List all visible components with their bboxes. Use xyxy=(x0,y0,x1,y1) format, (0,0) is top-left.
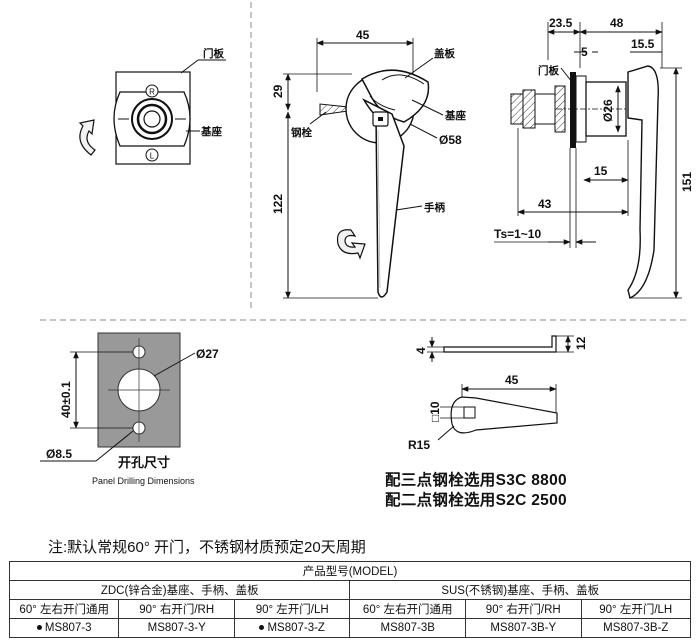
dim-15: 15 xyxy=(594,164,608,178)
panel-cutout-view xyxy=(40,332,196,462)
group-zdc: ZDC(锌合金)基座、手柄、盖板 xyxy=(8,580,351,600)
handle-body xyxy=(362,98,405,298)
dim-45-front: 45 xyxy=(356,28,370,42)
drawing-stroke xyxy=(377,129,381,289)
option-two-point: 配二点钢栓选用S2C 2500 xyxy=(385,492,567,509)
leader-diam58 xyxy=(409,123,438,139)
side-view xyxy=(494,22,682,299)
bar-side-profile xyxy=(443,335,557,353)
locking-bar-view xyxy=(427,335,574,441)
header-cell: 90° 右开门/RH xyxy=(464,599,582,619)
leader-steel-bolt xyxy=(309,111,327,125)
dim-sq10: □10 xyxy=(428,401,442,422)
dim-29-front: 29 xyxy=(271,84,285,98)
dim-5: 5 xyxy=(581,45,588,59)
stop-l-letter: L xyxy=(150,152,155,161)
model-cell: MS807-3B-Z xyxy=(580,618,691,638)
model-code: MS807-3B-Z xyxy=(603,622,669,634)
side-door-panel xyxy=(570,72,576,148)
square-hole xyxy=(463,406,476,419)
dim-diam8-5: Ø8.5 xyxy=(46,447,72,461)
model-cell: MS807-3-Z xyxy=(233,618,351,638)
header-cell: 60° 左右开门通用 xyxy=(8,599,120,619)
dim-23-5: 23.5 xyxy=(549,16,573,30)
dim-4: 4 xyxy=(414,347,428,354)
dim-diam27: Ø27 xyxy=(196,347,219,361)
leader-r15 xyxy=(437,425,455,441)
dim-43: 43 xyxy=(538,197,552,211)
side-handle xyxy=(627,65,659,299)
stop-r-letter: R xyxy=(149,88,155,97)
dim-diam58: Ø58 xyxy=(439,133,462,147)
stop-l-marker xyxy=(145,148,159,162)
header-cell: 90° 左开门/LH xyxy=(233,599,351,619)
model-cell: MS807-3-Y xyxy=(118,618,235,638)
bolt-spring xyxy=(510,93,524,125)
label-base-front: 基座 xyxy=(444,109,466,122)
label-base: 基座 xyxy=(200,125,222,138)
dim-40: 40±0.1 xyxy=(59,381,73,418)
model-code: MS807-3-Y xyxy=(147,622,206,634)
model-code: MS807-3-Z xyxy=(267,622,325,634)
leader-door-panel xyxy=(180,59,199,74)
model-code: MS807-3B-Y xyxy=(490,622,557,634)
label-door-panel: 门板 xyxy=(203,47,224,60)
header-cell: 60° 左右开门通用 xyxy=(349,599,466,619)
bolt-shaft-mid xyxy=(136,103,168,135)
label-handle: 手柄 xyxy=(424,201,445,214)
leader-base-front xyxy=(411,99,444,116)
dim-151: 151 xyxy=(680,172,694,192)
dim-15-5: 15.5 xyxy=(631,37,655,51)
model-cell: MS807-3B-Y xyxy=(464,618,582,638)
bullet-icon xyxy=(36,625,42,631)
group-sus: SUS(不锈钢)基座、手柄、盖板 xyxy=(349,580,691,600)
model-cell: MS807-3 xyxy=(8,618,120,638)
header-cell: 90° 右开门/RH xyxy=(118,599,235,619)
model-cell: MS807-3B xyxy=(349,618,466,638)
dim-122-front: 122 xyxy=(271,194,285,214)
table-title: 产品型号(MODEL) xyxy=(9,561,691,581)
drawing-stroke xyxy=(369,95,396,111)
front-view xyxy=(283,38,444,299)
label-door-panel-side: 门板 xyxy=(538,64,559,77)
model-code: MS807-3 xyxy=(44,622,92,634)
option-three-point: 配三点钢栓选用S3C 8800 xyxy=(385,472,567,489)
header-cell: 90° 左开门/LH xyxy=(580,599,691,619)
label-steel-bolt: 钢栓 xyxy=(291,126,312,139)
dim-ts: Ts=1~10 xyxy=(494,227,541,241)
drawing-stroke xyxy=(378,117,383,121)
footnote: 注:默认常规60° 开门，不锈钢材质预定20天周期 xyxy=(48,539,366,556)
model-table: 产品型号(MODEL) ZDC(锌合金)基座、手柄、盖板 SUS(不锈钢)基座、… xyxy=(8,561,691,638)
bolt-shaft-inner xyxy=(143,110,161,128)
shaft-nut xyxy=(522,89,536,129)
model-code: MS807-3B xyxy=(380,622,435,634)
leader-diam27 xyxy=(153,352,196,377)
bullet-icon xyxy=(259,625,265,631)
drawing-stroke xyxy=(534,93,556,125)
dim-45-bar: 45 xyxy=(505,373,519,387)
dim-48: 48 xyxy=(610,16,624,30)
panel-drilling-subtitle: Panel Drilling Dimensions xyxy=(92,476,195,486)
panel-drilling-title: 开孔尺寸 xyxy=(118,455,170,470)
rear-view: R L xyxy=(78,59,226,165)
dim-12: 12 xyxy=(574,336,588,350)
drawing-stroke xyxy=(381,74,425,85)
dim-r15: R15 xyxy=(408,438,430,452)
stop-r-marker xyxy=(145,84,159,98)
leader-cover xyxy=(404,57,434,79)
leader-handle xyxy=(395,205,423,211)
dim-diam26: Ø26 xyxy=(601,99,615,122)
rotation-90-icon xyxy=(78,119,96,156)
rotation-arrow-icon xyxy=(336,229,366,260)
leader-diam8-5 xyxy=(95,430,134,462)
label-cover: 盖板 xyxy=(434,47,455,60)
